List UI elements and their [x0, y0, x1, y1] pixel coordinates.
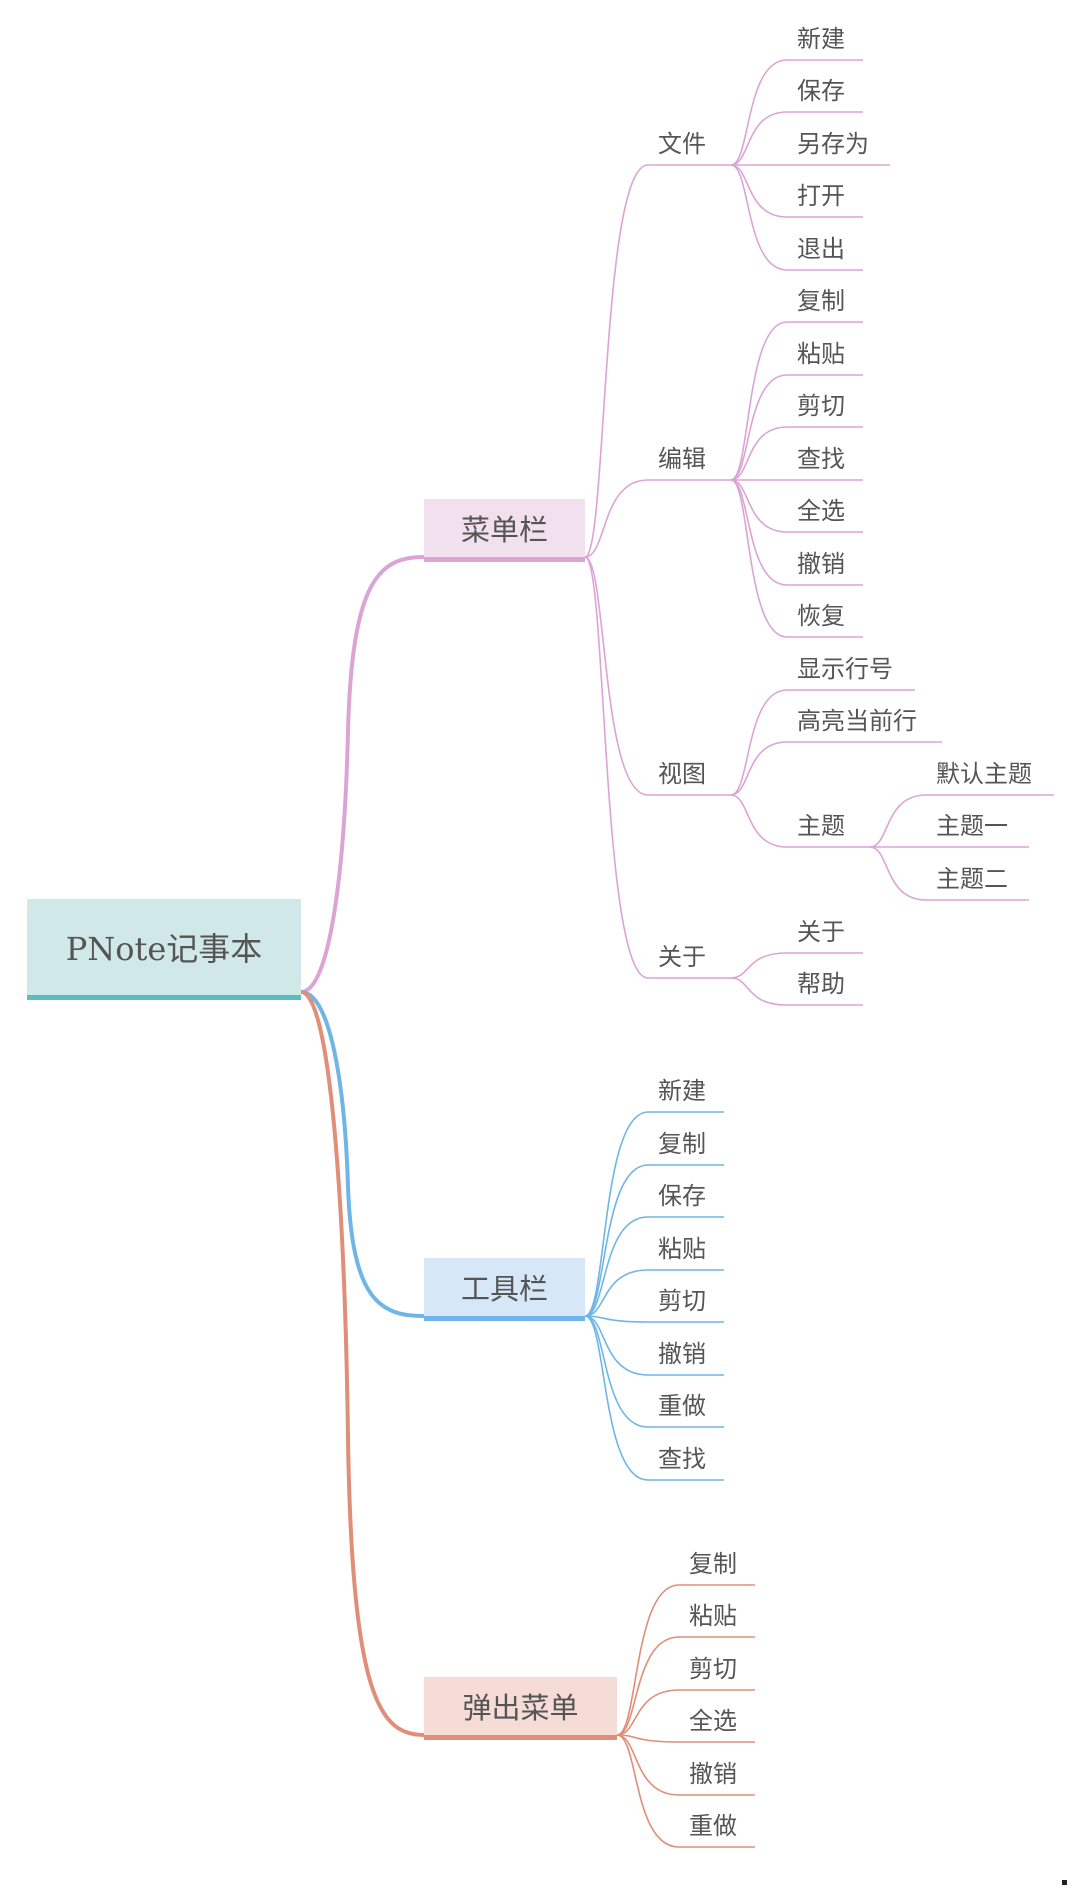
branch-node-toolbar[interactable]: 工具栏 — [424, 1258, 585, 1321]
topic-label[interactable]: 复制 — [658, 1130, 706, 1158]
branch-connector — [869, 846, 927, 901]
topic-label[interactable]: 粘贴 — [658, 1235, 706, 1263]
branch-connector — [730, 164, 788, 218]
root-connector — [300, 990, 425, 1737]
branch-connector — [730, 689, 788, 796]
branch-connector — [730, 59, 788, 166]
topic-label[interactable]: 全选 — [797, 497, 845, 525]
topic-label[interactable]: 默认主题 — [936, 760, 1032, 788]
branch-connector — [869, 794, 927, 848]
branch-connector — [616, 1734, 680, 1796]
topic-label[interactable]: 粘贴 — [689, 1602, 737, 1630]
branch-node-popup-menu[interactable]: 弹出菜单 — [424, 1677, 617, 1740]
topic-label[interactable]: 主题一 — [936, 812, 1008, 840]
topic-label[interactable]: 撤销 — [689, 1760, 737, 1788]
root-connector — [300, 990, 425, 1318]
topic-label[interactable]: 复制 — [797, 287, 845, 315]
topic-label[interactable]: 退出 — [797, 235, 845, 263]
branch-connector — [584, 556, 649, 979]
topic-label[interactable]: 新建 — [797, 25, 845, 53]
topic-label[interactable]: 剪切 — [658, 1287, 706, 1315]
branch-node-label: 弹出菜单 — [462, 1691, 579, 1725]
branch-connector — [584, 1315, 649, 1481]
branch-node-label: 工具栏 — [460, 1272, 548, 1306]
topic-label[interactable]: 保存 — [797, 77, 845, 105]
topic-label[interactable]: 重做 — [689, 1812, 737, 1840]
root-connector — [300, 555, 425, 994]
root-node-label: PNote记事本 — [65, 930, 263, 968]
branch-connector — [730, 374, 788, 481]
branch-connector — [584, 1315, 649, 1376]
branch-connector — [730, 977, 788, 1006]
topic-label[interactable]: 新建 — [658, 1077, 706, 1105]
topic-label[interactable]: 高亮当前行 — [797, 707, 917, 735]
branch-connector — [730, 321, 788, 481]
topic-label[interactable]: 打开 — [797, 182, 845, 210]
topic-label[interactable]: 主题 — [797, 812, 845, 840]
topic-label[interactable]: 撤销 — [658, 1340, 706, 1368]
topic-label[interactable]: 查找 — [658, 1445, 706, 1473]
branch-connector — [616, 1689, 680, 1736]
topic-label[interactable]: 主题二 — [936, 865, 1008, 893]
topic-label[interactable]: 剪切 — [797, 392, 845, 420]
topic-label[interactable]: 关于 — [658, 943, 706, 971]
topic-label[interactable]: 查找 — [797, 445, 845, 473]
branch-connector — [730, 741, 788, 796]
branch-connector — [616, 1734, 680, 1743]
branch-connector — [616, 1584, 680, 1736]
topic-label[interactable]: 保存 — [658, 1182, 706, 1210]
branch-connector — [584, 1216, 649, 1317]
topic-label[interactable]: 粘贴 — [797, 340, 845, 368]
corner-mark — [1062, 1880, 1067, 1885]
branch-connector — [730, 479, 788, 638]
branch-connector — [730, 164, 788, 271]
branch-connector — [730, 426, 788, 481]
topic-label[interactable]: 帮助 — [797, 970, 845, 998]
topic-label[interactable]: 全选 — [689, 1707, 737, 1735]
branch-connector — [584, 1164, 649, 1317]
topic-label[interactable]: 视图 — [658, 760, 706, 788]
topic-label[interactable]: 显示行号 — [797, 655, 893, 683]
branch-connector — [730, 952, 788, 979]
branch-connector — [616, 1636, 680, 1736]
branch-connector — [730, 111, 788, 166]
branch-connector — [584, 1315, 649, 1428]
branch-connector — [584, 1269, 649, 1317]
branch-connector — [584, 556, 649, 796]
branch-connector — [584, 164, 649, 558]
branch-connector — [584, 1111, 649, 1317]
topic-label[interactable]: 撤销 — [797, 550, 845, 578]
topic-label[interactable]: 编辑 — [658, 445, 706, 473]
topic-label[interactable]: 复制 — [689, 1550, 737, 1578]
branch-connector — [616, 1734, 680, 1848]
topic-label[interactable]: 恢复 — [797, 602, 845, 630]
branch-connector — [584, 1315, 649, 1323]
branch-connector — [730, 479, 788, 533]
branch-connector — [584, 479, 649, 558]
topic-label[interactable]: 重做 — [658, 1392, 706, 1420]
topic-label[interactable]: 关于 — [797, 918, 845, 946]
root-node[interactable]: PNote记事本 — [27, 899, 301, 1000]
branch-connector — [730, 794, 788, 848]
branch-node-menubar[interactable]: 菜单栏 — [424, 499, 585, 562]
branch-node-label: 菜单栏 — [460, 513, 548, 547]
topic-label[interactable]: 文件 — [658, 130, 706, 158]
topic-label[interactable]: 剪切 — [689, 1655, 737, 1683]
topic-label[interactable]: 另存为 — [797, 130, 869, 158]
